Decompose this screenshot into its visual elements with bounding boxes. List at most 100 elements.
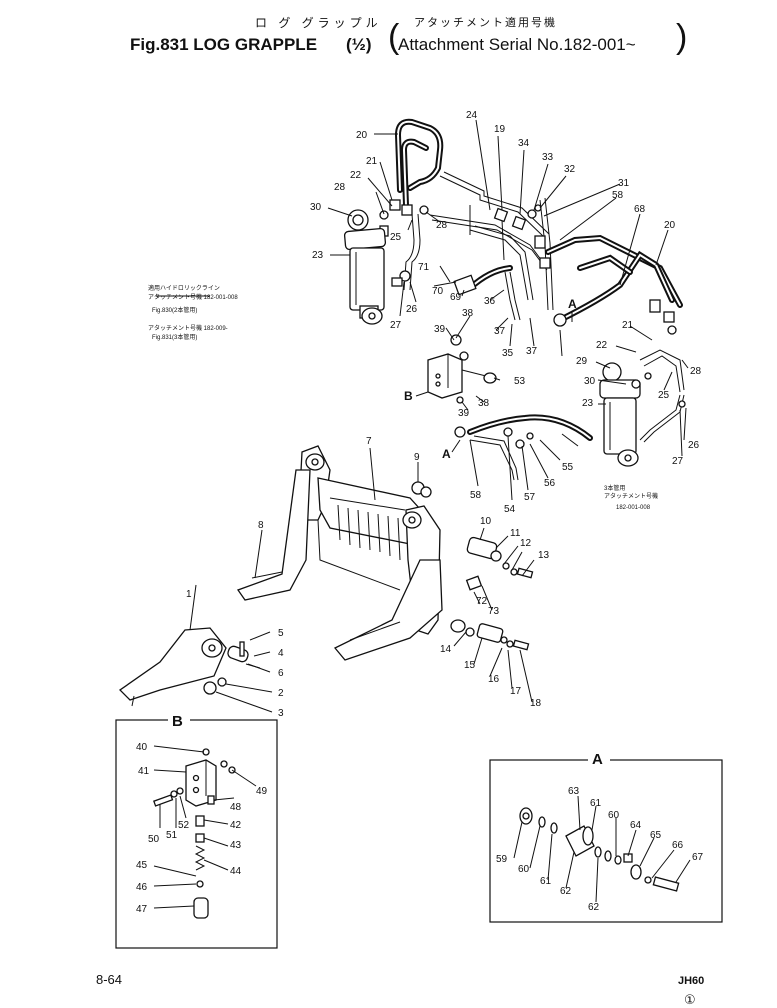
callout-64: 64 [630,820,642,831]
callout-16: 16 [488,674,500,685]
callout-39: 39 [434,324,446,335]
left-fork [236,469,311,601]
callout-65: 65 [650,830,662,841]
callout-8: 8 [258,520,264,531]
callout-35: 35 [502,348,514,359]
note-right-2: アタッチメント号機 [604,492,658,500]
callout-36: 36 [484,296,496,307]
callout-19: 19 [494,124,506,135]
callout-72: 72 [476,596,488,607]
pin-parts-left [203,631,273,713]
marker-a-lower-arrow [451,439,461,453]
marker-b-arrow [415,391,429,397]
callout-3: 3 [278,708,284,719]
pin-parts-right [411,481,535,703]
hydraulic-line-note: 適用ハイドロリックライン アタッチメント号機 182-001-008 Fig.8… [148,284,658,511]
page-number: 8-64 [96,972,122,987]
callout-20: 20 [356,130,368,141]
callout-39b: 39 [458,408,470,419]
callout-17: 17 [510,686,522,697]
callout-57: 57 [524,492,536,503]
callout-63: 63 [568,786,580,797]
right-hose-assembly [545,234,683,335]
callout-28: 28 [334,182,346,193]
inset-a: A [489,746,723,923]
fig-fraction: (½) [346,35,372,54]
revision-mark: ① [684,993,696,1008]
callout-58: 58 [612,190,624,201]
upper-arm [118,584,227,707]
callout-50: 50 [148,834,160,845]
callout-30b: 30 [584,376,596,387]
callout-59: 59 [496,854,508,865]
callout-30: 30 [310,202,322,213]
callout-61: 61 [540,876,552,887]
callout-71: 71 [418,262,430,273]
callout-28c: 28 [690,366,702,377]
callout-33: 33 [542,152,554,163]
marker-b: B [404,389,413,403]
callout-26b: 26 [688,440,700,451]
callout-62: 62 [560,886,572,897]
serial-close-paren: ) [676,18,688,56]
callout-45: 45 [136,860,148,871]
callout-23b: 23 [582,398,594,409]
inset-b: B [115,708,278,949]
marker-a: A [568,297,577,311]
callout-62b: 62 [588,902,600,913]
callout-54: 54 [504,504,516,515]
callout-18: 18 [530,698,542,709]
callout-4: 4 [278,648,284,659]
callout-44: 44 [230,866,242,877]
note-right-1: 3本管用 [604,484,625,492]
callout-13: 13 [538,550,550,561]
jp-serial-label: アタッチメント適用号機 [414,17,557,29]
callout-numbers: 1 2 3 4 5 6 7 8 9 10 11 12 13 14 15 16 1… [136,110,704,915]
callout-38b: 38 [478,398,490,409]
callout-28b: 28 [436,220,448,231]
callout-9: 9 [414,452,420,463]
callout-14: 14 [440,644,452,655]
callout-41: 41 [138,766,150,777]
callout-53: 53 [514,376,526,387]
fig-title: Fig.831 LOG GRAPPLE [130,35,318,54]
callout-60b: 60 [608,810,620,821]
callout-73: 73 [488,606,500,617]
callout-37b: 37 [526,346,538,357]
note-line-4: アタッチメント号機 182-009- [148,324,228,332]
note-line-1: 適用ハイドロリックライン [148,284,220,292]
callout-32: 32 [564,164,576,175]
callout-55: 55 [562,462,574,473]
valve-block [427,334,497,404]
callout-25: 25 [390,232,402,243]
serial-open-paren: ( [388,18,400,56]
callout-25b: 25 [658,390,670,401]
callout-31: 31 [618,178,630,189]
callout-40: 40 [136,742,148,753]
callout-37: 37 [494,326,506,337]
marker-a-lower: A [442,447,451,461]
callout-27: 27 [390,320,402,331]
right-fork [333,559,443,661]
callout-46: 46 [136,882,148,893]
callout-66: 66 [672,840,684,851]
callout-11: 11 [510,528,521,539]
callout-5: 5 [278,628,284,639]
callout-21b: 21 [622,320,634,331]
callout-20b: 20 [664,220,676,231]
note-line-5: Fig.831(3本管用) [152,333,197,341]
callout-58b: 58 [470,490,482,501]
callout-15: 15 [464,660,476,671]
inset-a-label: A [592,751,603,768]
callout-42: 42 [230,820,242,831]
note-line-2: アタッチメント号機 182-001-008 [148,293,238,301]
callout-56: 56 [544,478,556,489]
callout-24: 24 [466,110,478,121]
callout-60: 60 [518,864,530,875]
callout-70: 70 [432,286,444,297]
callout-6: 6 [278,668,284,679]
callout-22b: 22 [596,340,608,351]
callout-69: 69 [450,292,462,303]
callout-1: 1 [186,589,192,600]
